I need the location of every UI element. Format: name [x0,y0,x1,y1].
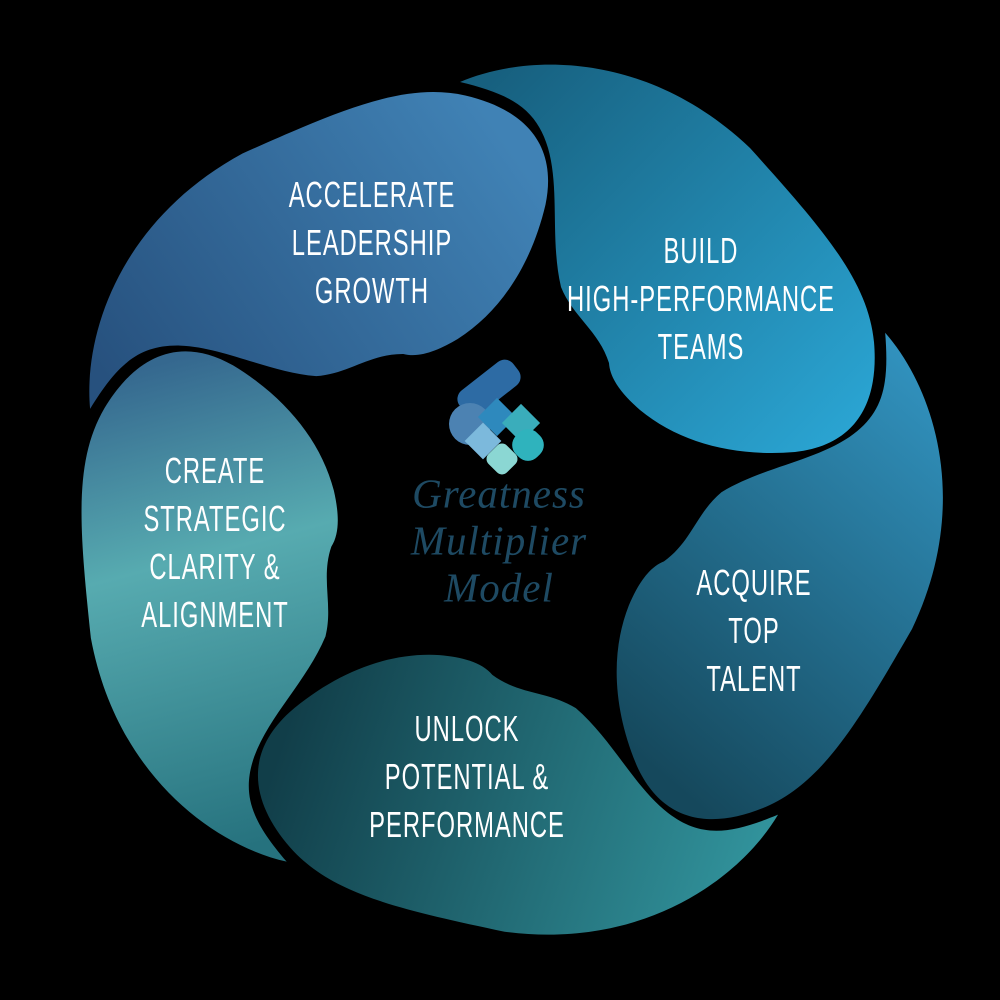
segment-label-build-high-performance-teams: BUILD HIGH-PERFORMANCE TEAMS [567,227,835,371]
logo-bar-shape [457,359,521,417]
label-line: HIGH-PERFORMANCE [567,278,835,319]
label-line: CLARITY & [149,546,281,587]
label-line: POTENTIAL & [384,756,550,797]
label-line: ACCELERATE [288,174,456,215]
segment-label-create-strategic-clarity-alignment: CREATE STRATEGIC CLARITY & ALIGNMENT [141,447,289,639]
segment-label-acquire-top-talent: ACQUIRE TOP TALENT [696,559,811,703]
label-line: TALENT [706,658,802,699]
label-line: TOP [728,610,780,651]
logo-light-teal-diamond [486,443,518,475]
label-line: BUILD [663,230,739,271]
center-title: Greatness Multiplier Model [411,471,587,612]
label-line: GROWTH [314,270,430,311]
center-title-line: Multiplier [410,517,588,564]
segment-label-accelerate-leadership-growth: ACCELERATE LEADERSHIP GROWTH [289,171,456,315]
label-line: ALIGNMENT [141,594,289,635]
label-line: STRATEGIC [143,498,287,539]
greatness-multiplier-logo [449,359,544,475]
logo-light-blue-diamond [464,422,502,460]
segment-label-unlock-potential-performance: UNLOCK POTENTIAL & PERFORMANCE [369,705,565,849]
label-line: CREATE [164,450,266,491]
label-line: TEAMS [657,326,745,367]
label-line: UNLOCK [414,708,520,749]
center-title-line: Greatness [412,470,586,517]
label-line: LEADERSHIP [291,222,453,263]
logo-heart-shape [512,429,544,461]
center-title-line: Model [444,564,554,611]
label-line: PERFORMANCE [369,804,565,845]
label-line: ACQUIRE [696,562,812,603]
